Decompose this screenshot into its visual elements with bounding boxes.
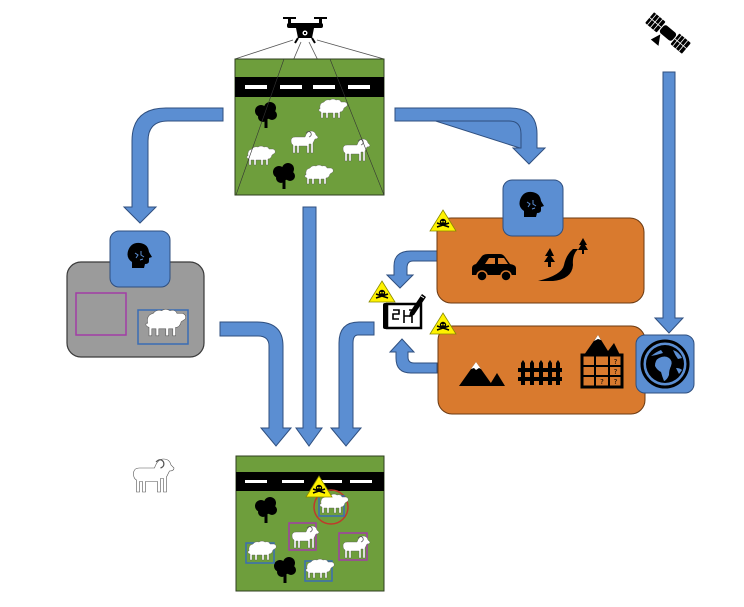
model-tile: [502, 179, 564, 237]
blueprint-edit-icon: [383, 294, 426, 330]
arrow-input-to-scene-body: [394, 107, 547, 165]
ram-icon: [132, 458, 175, 493]
car-icon: [472, 254, 516, 282]
svg-text:?: ?: [614, 358, 618, 366]
arrow-detector-to-output: [219, 321, 293, 447]
geo-context: ? ? ? ?: [429, 312, 646, 415]
detection-box-ram: [288, 522, 317, 551]
fence-icon: [518, 360, 562, 385]
arrow-satellite-to-globe: [653, 71, 685, 334]
unknown-map-icon: ? ? ? ?: [580, 335, 624, 389]
rule-checker: [368, 280, 426, 330]
satellite-icon: [645, 12, 691, 54]
error-circle: [313, 489, 349, 525]
svg-text:?: ?: [614, 368, 618, 376]
warning-icon: [368, 280, 396, 303]
globe-tile: [635, 334, 695, 394]
detection-box-ram: [338, 532, 368, 561]
output-image: [235, 455, 385, 592]
input-image: [234, 58, 385, 196]
arrow-scene-to-rules: [385, 250, 438, 289]
detection: [245, 540, 277, 564]
mountain-icon: [459, 362, 505, 386]
road: [236, 472, 384, 491]
object-detector: [66, 230, 205, 493]
globe-icon: [640, 339, 690, 389]
svg-text:?: ?: [600, 378, 604, 386]
detection: [304, 558, 335, 582]
detection: [288, 522, 320, 551]
arrow-geo-to-rules: [388, 338, 438, 374]
arrow-rules-to-output: [329, 321, 375, 447]
detection: [338, 532, 371, 561]
warning-icon: [429, 312, 457, 335]
detection-box-ram: [75, 292, 127, 336]
svg-text:?: ?: [614, 378, 618, 386]
arrow-input-to-detector: [122, 107, 224, 224]
drone-icon: [283, 17, 327, 44]
model-tile: [109, 230, 171, 288]
arrow-input-to-output: [295, 206, 323, 447]
scene-context: [429, 179, 645, 304]
road-trees-icon: [538, 238, 588, 281]
